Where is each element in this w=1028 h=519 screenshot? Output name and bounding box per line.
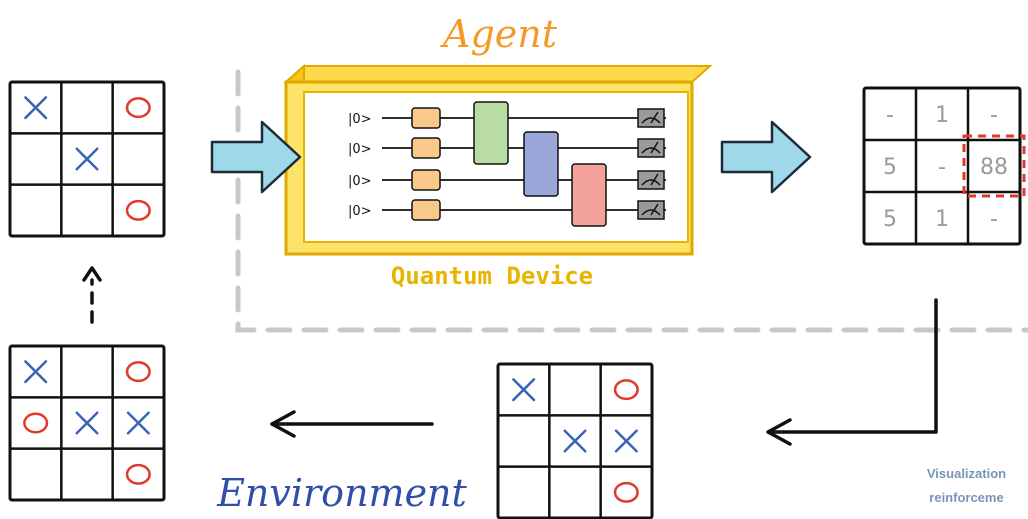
policy-arrow-head: [766, 418, 792, 446]
caption-line-2: reinforceme: [929, 490, 1004, 505]
qubit-label: |0>: [348, 174, 372, 189]
two-qubit-gate: [473, 101, 509, 165]
q-value-cell: 5: [883, 155, 897, 180]
measurement-icon: [637, 170, 665, 190]
caption-line-1: Visualization: [926, 466, 1007, 481]
two-qubit-gate: [523, 131, 559, 197]
two-qubit-gate: [571, 163, 607, 227]
x-mark: [512, 378, 536, 402]
qubit-label: |0>: [348, 112, 372, 127]
single-qubit-gate: [411, 169, 441, 191]
quantum-circuit: |0> |0> |0> |0>: [348, 101, 666, 227]
o-mark: [613, 379, 639, 401]
o-mark: [125, 361, 151, 383]
input-arrow: [210, 120, 302, 194]
q-value-grid: - 1 - 5 - 88 5 1 -: [862, 86, 1026, 246]
input-state-board: [8, 80, 166, 238]
quantum-device: [283, 63, 713, 257]
q-value-cell: 1: [935, 103, 949, 128]
action-state-board: [496, 362, 654, 519]
q-value-cell: 1: [935, 207, 949, 232]
environment-label: Environment: [216, 471, 467, 515]
measurement-icon: [637, 108, 665, 128]
policy-arrow: [768, 298, 938, 434]
x-mark: [126, 411, 150, 435]
output-arrow: [720, 120, 812, 194]
qubit-label: |0>: [348, 204, 372, 219]
measurement-icon: [637, 138, 665, 158]
x-mark: [75, 411, 99, 435]
o-mark: [125, 463, 151, 485]
x-mark: [24, 96, 48, 120]
agent-label: Agent: [440, 12, 558, 56]
q-value-cell: -: [938, 155, 946, 180]
o-mark: [125, 199, 151, 221]
q-value-cell: -: [990, 207, 998, 232]
q-value-cell: -: [990, 103, 998, 128]
o-mark: [23, 412, 49, 434]
x-mark: [563, 429, 587, 453]
environment-arrow-head: [270, 410, 296, 438]
quantum-device-label: Quantum Device: [391, 262, 593, 290]
selected-action-highlight: [962, 134, 1026, 198]
x-mark: [614, 429, 638, 453]
x-mark: [75, 147, 99, 171]
x-mark: [24, 360, 48, 384]
single-qubit-gate: [411, 137, 441, 159]
next-state-board: [8, 344, 166, 502]
q-value-cell: -: [886, 103, 894, 128]
o-mark: [613, 481, 639, 503]
q-value-cell: 5: [883, 207, 897, 232]
caption: Visualization reinforceme: [905, 462, 1028, 510]
feedback-arrow-head: [82, 266, 102, 282]
o-mark: [125, 97, 151, 119]
measurement-icon: [637, 200, 665, 220]
qubit-label: |0>: [348, 142, 372, 157]
single-qubit-gate: [411, 107, 441, 129]
single-qubit-gate: [411, 199, 441, 221]
q-value-cell: 88: [980, 155, 1008, 180]
